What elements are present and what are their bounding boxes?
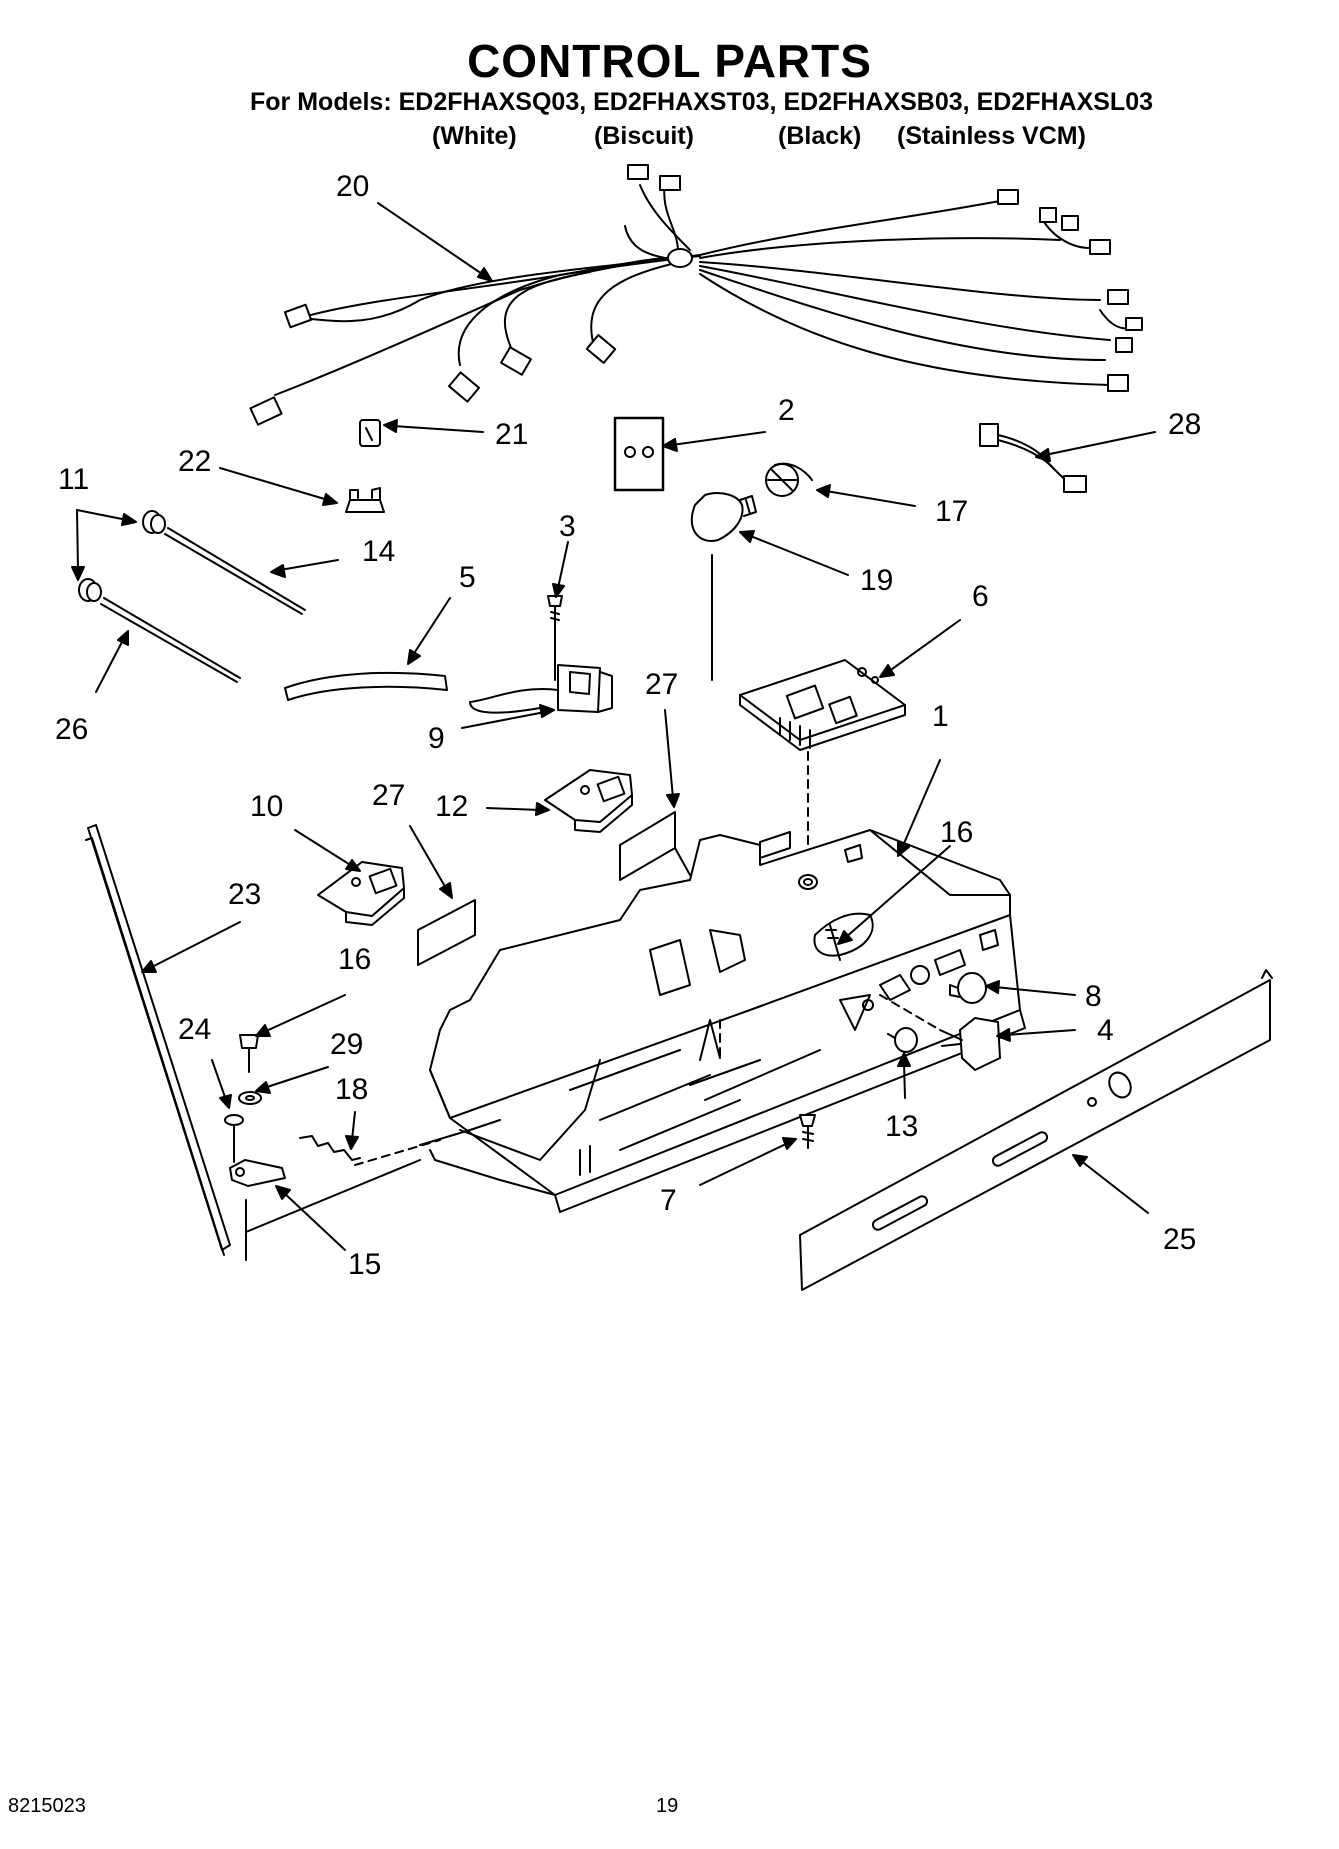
callout-23: 23: [228, 878, 262, 911]
callout-16-left: 16: [338, 943, 372, 976]
part-14-rod: [164, 527, 306, 615]
callout-16-right: 16: [940, 816, 974, 849]
callout-17: 17: [935, 495, 969, 528]
callout-12: 12: [435, 790, 469, 823]
part-18-spring: [299, 1135, 361, 1161]
callout-15: 15: [348, 1248, 382, 1281]
part-8-knob: [949, 972, 987, 1004]
part-21-clip: [359, 419, 381, 447]
part-25-trim-strip: [799, 969, 1273, 1291]
callout-4: 4: [1097, 1014, 1114, 1047]
part-28-connector: [979, 423, 1087, 493]
callout-14: 14: [362, 535, 396, 568]
wire-harness: [249, 164, 1143, 426]
part-19-bulb: [690, 492, 757, 681]
part-10-bracket: [317, 861, 405, 926]
part-17-socket: [765, 462, 813, 497]
callout-7: 7: [660, 1184, 677, 1217]
part-26-rod: [100, 597, 241, 683]
callout-19: 19: [860, 564, 894, 597]
part-4-switch: [879, 994, 1001, 1071]
color-label-stainless: (Stainless VCM): [897, 122, 1086, 150]
part-13-plug: [887, 1027, 918, 1053]
callout-24: 24: [178, 1013, 212, 1046]
part-3-screw: [547, 595, 563, 681]
callout-18: 18: [335, 1073, 369, 1106]
part-2-plate: [613, 416, 665, 492]
part-11-fittings: [78, 510, 166, 602]
callout-29: 29: [330, 1028, 364, 1061]
callout-21: 21: [495, 418, 529, 451]
part-6-control-board: [739, 659, 906, 881]
part-7-screw: [799, 1114, 816, 1149]
part-9-switch: [469, 664, 613, 714]
page-number: 19: [656, 1795, 679, 1817]
callout-27-left: 27: [372, 779, 406, 812]
part-16b-screw: [239, 1034, 259, 1073]
part-15-bracket: [229, 1159, 286, 1187]
callout-28: 28: [1168, 408, 1202, 441]
color-label-white: (White): [432, 122, 517, 150]
callout-20: 20: [336, 170, 370, 203]
callout-9: 9: [428, 722, 445, 755]
part-22-clip: [345, 487, 385, 513]
part-15-leader-line: [245, 1159, 421, 1233]
color-label-biscuit: (Biscuit): [594, 122, 694, 150]
callout-1: 1: [932, 700, 949, 733]
callout-26: 26: [55, 713, 89, 746]
color-label-black: (Black): [778, 122, 862, 150]
part-1-housing: [354, 829, 1026, 1213]
part-27-labels: [417, 811, 691, 966]
callout-13: 13: [885, 1110, 919, 1143]
callout-3: 3: [559, 510, 576, 543]
callout-8: 8: [1085, 980, 1102, 1013]
callout-2: 2: [778, 394, 795, 427]
callout-5: 5: [459, 561, 476, 594]
part-5-tube: [284, 671, 448, 701]
callout-10: 10: [250, 790, 284, 823]
part-12-bracket: [544, 769, 633, 833]
page-title: CONTROL PARTS: [467, 35, 872, 87]
part-23-trim: [85, 824, 231, 1256]
part-24-washer: [224, 1114, 244, 1163]
leader-arrows: [71, 202, 1156, 1251]
models-line: For Models: ED2FHAXSQ03, ED2FHAXST03, ED…: [250, 88, 1154, 116]
callout-22: 22: [178, 445, 212, 478]
callout-11: 11: [58, 463, 90, 496]
part-29-washer: [238, 1091, 262, 1105]
callout-27-right: 27: [645, 668, 679, 701]
callout-25: 25: [1163, 1223, 1197, 1256]
callout-6: 6: [972, 580, 989, 613]
doc-number: 8215023: [8, 1795, 86, 1817]
